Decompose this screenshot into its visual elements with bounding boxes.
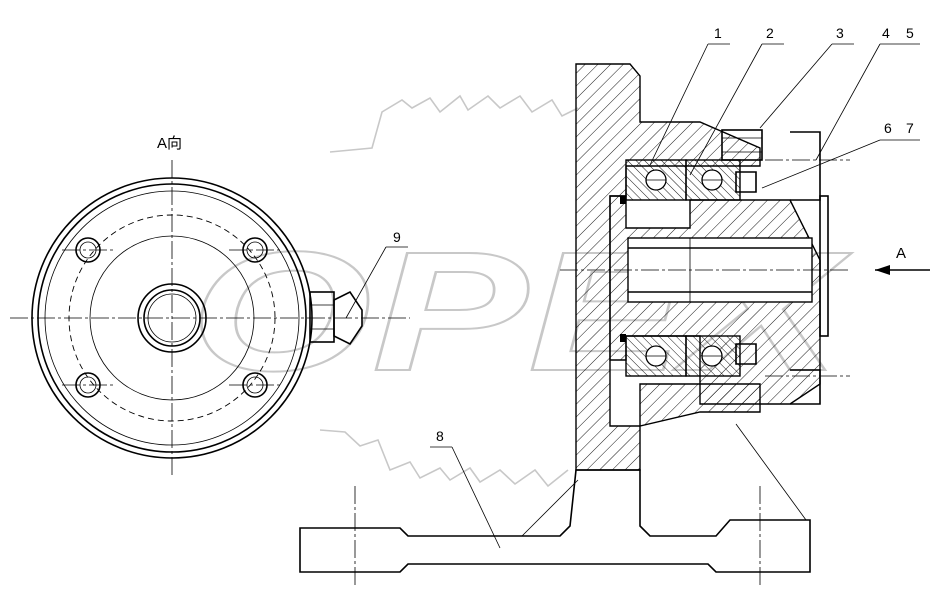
- callout-8: 8: [436, 428, 444, 444]
- callout-4: 4: [882, 25, 890, 41]
- callout-7: 7: [906, 120, 914, 136]
- section-view: [299, 63, 930, 586]
- callout-9: 9: [393, 229, 401, 245]
- watermark-gear: [319, 94, 579, 488]
- callout-3: 3: [836, 25, 844, 41]
- arrow-a-label: A: [896, 245, 906, 262]
- callout-1: 1: [714, 25, 722, 41]
- view-a-label: A向: [157, 135, 182, 152]
- callout-2: 2: [766, 25, 774, 41]
- view-a: [10, 160, 410, 478]
- callout-6: 6: [884, 120, 892, 136]
- leader-lines: [345, 43, 920, 549]
- callout-5: 5: [906, 25, 914, 41]
